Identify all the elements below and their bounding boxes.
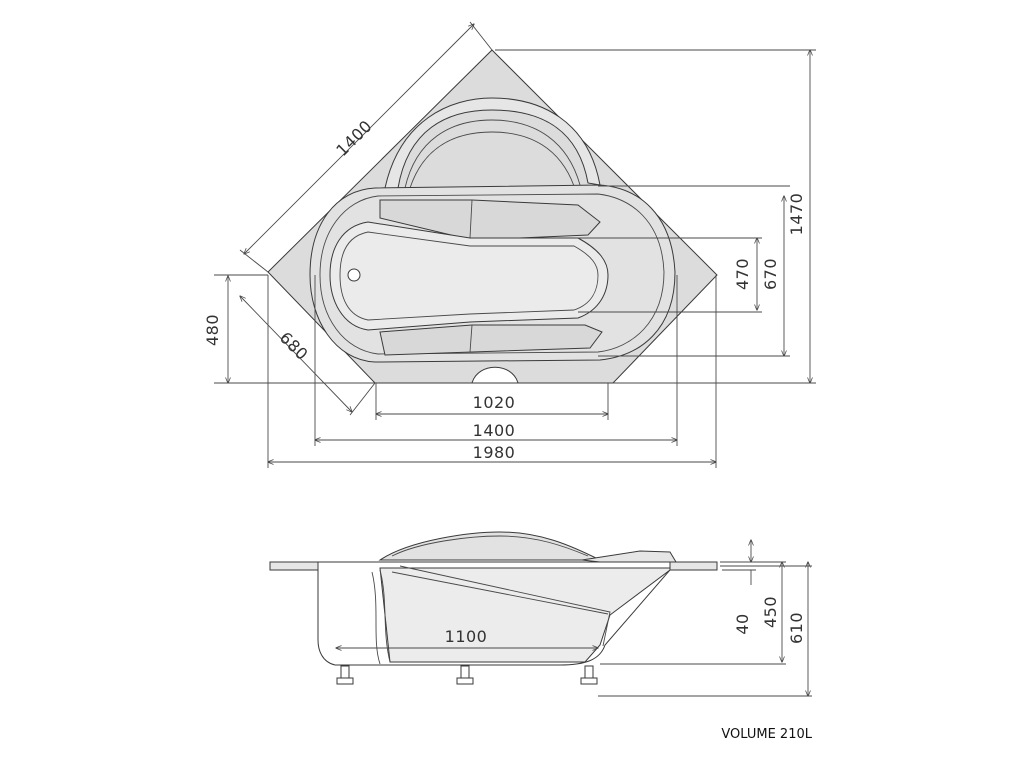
- rim: [269, 561, 319, 571]
- side-view: 1100 40 450 610: [269, 531, 812, 696]
- armrest-bottom: [379, 324, 603, 356]
- dim-40: 40: [733, 613, 752, 634]
- headrest-dome: [378, 531, 601, 561]
- dim-680: 680: [276, 328, 312, 364]
- dim-470: 470: [733, 258, 752, 290]
- dim-1400: 1400: [473, 421, 516, 440]
- drain-icon: [347, 268, 361, 282]
- feet: [336, 665, 598, 685]
- dimline-1400-diagonal: [244, 24, 474, 254]
- dim-610: 610: [787, 612, 806, 644]
- extline: [349, 382, 376, 416]
- dim-1100: 1100: [445, 627, 488, 646]
- dim-450: 450: [761, 596, 780, 628]
- top-view: 1400 480 680 1020 1400 1980 470 670 1470: [203, 21, 816, 468]
- volume-label: VOLUME 210L: [721, 727, 812, 742]
- dim-1020: 1020: [473, 393, 516, 412]
- dim-1400-diagonal: 1400: [332, 116, 376, 160]
- dim-480: 480: [203, 314, 222, 346]
- front-notch: [471, 366, 519, 384]
- dim-1980: 1980: [473, 443, 516, 462]
- side-dimension-lines: [336, 540, 812, 696]
- top-dimension-lines: [214, 21, 816, 468]
- dimline-680: [240, 296, 352, 412]
- extline: [469, 21, 493, 51]
- dim-1470: 1470: [787, 193, 806, 236]
- dim-670: 670: [761, 258, 780, 290]
- extline: [239, 249, 269, 273]
